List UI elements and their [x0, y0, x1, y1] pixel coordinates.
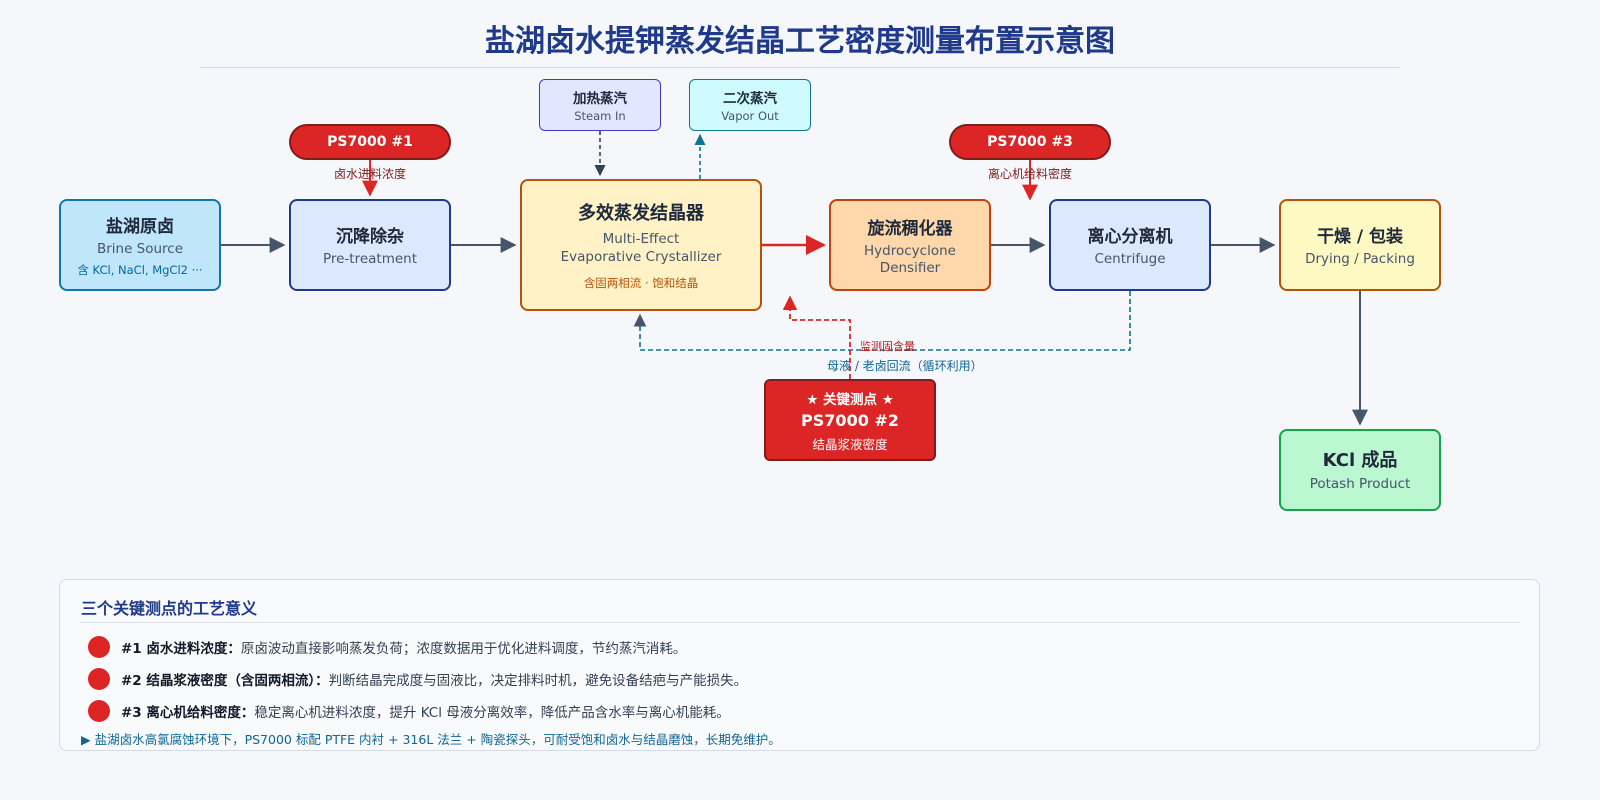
- recycle-loop: [633, 291, 1131, 351]
- info-panel-divider: [80, 622, 1520, 623]
- node-subtitle: Hydrocyclone Densifier: [864, 243, 956, 277]
- info-item-key: #2 结晶浆液密度（含固两相流）：: [121, 673, 329, 689]
- sensor-3-desc: 离心机给料密度: [987, 167, 1072, 181]
- node-pretreatment: 沉降除杂 Pre-treatment: [289, 199, 451, 291]
- info-panel: 三个关键测点的工艺意义 #1 卤水进料浓度： 原卤波动直接影响蒸发负荷；浓度数据…: [59, 579, 1540, 751]
- monitor-label: 监测固含量: [860, 340, 915, 353]
- red-dot-icon: [88, 668, 110, 690]
- node-subtitle-line2: Densifier: [879, 259, 941, 276]
- node-title: 盐湖原卤: [106, 217, 174, 238]
- page-title: 盐湖卤水提钾蒸发结晶工艺密度测量布置示意图: [485, 24, 1115, 59]
- title-divider: [200, 67, 1400, 68]
- node-title: 多效蒸发结晶器: [578, 203, 704, 225]
- node-centrifuge: 离心分离机 Centrifuge: [1049, 199, 1211, 291]
- node-note: 含固两相流 · 饱和结晶: [583, 275, 699, 290]
- node-brine-source: 盐湖原卤 Brine Source 含 KCl, NaCl, MgCl2 ···: [59, 199, 221, 291]
- node-subtitle: Drying / Packing: [1305, 250, 1415, 267]
- steam-in-box: 加热蒸汽 Steam In: [539, 79, 661, 131]
- sensor-ps7000-1: PS7000 #1: [289, 124, 451, 160]
- node-title: 旋流稠化器: [867, 218, 953, 239]
- node-kcl-product: KCl 成品 Potash Product: [1279, 429, 1441, 511]
- node-hydrocyclone: 旋流稠化器 Hydrocyclone Densifier: [829, 199, 991, 291]
- steam-in-subtitle: Steam In: [574, 108, 626, 123]
- info-item-key: #1 卤水进料浓度：: [121, 641, 241, 657]
- node-note: 含 KCl, NaCl, MgCl2 ···: [77, 262, 203, 277]
- recycle-label: 母液 / 老卤回流（循环利用）: [827, 359, 983, 373]
- red-dot-icon: [88, 636, 110, 658]
- node-title: 沉降除杂: [336, 226, 404, 247]
- node-subtitle: Pre-treatment: [322, 250, 418, 267]
- key-point-label: PS7000 #2: [801, 410, 899, 430]
- info-panel-title: 三个关键测点的工艺意义: [81, 599, 258, 618]
- vapor-out-box: 二次蒸汽 Vapor Out: [689, 79, 811, 131]
- key-point-desc: 结晶浆液密度: [812, 436, 888, 452]
- sensor-1-desc: 卤水进料浓度: [333, 167, 406, 181]
- sensor-2-monitor-line: [782, 295, 851, 379]
- node-subtitle: Centrifuge: [1094, 250, 1166, 267]
- steam-in-title: 加热蒸汽: [573, 90, 627, 107]
- node-title: 干燥 / 包装: [1316, 226, 1404, 247]
- node-drying-packing: 干燥 / 包装 Drying / Packing: [1279, 199, 1441, 291]
- vapor-out-title: 二次蒸汽: [723, 90, 777, 107]
- node-title: 离心分离机: [1087, 226, 1173, 247]
- info-panel-note: ▶ 盐湖卤水高氯腐蚀环境下，PS7000 标配 PTFE 内衬 + 316L 法…: [81, 732, 781, 747]
- key-point-tag: ★ 关键测点 ★: [806, 391, 894, 408]
- node-subtitle-line2: Evaporative Crystallizer: [560, 249, 722, 265]
- node-subtitle-line1: Hydrocyclone: [864, 242, 956, 259]
- info-item: #1 卤水进料浓度： 原卤波动直接影响蒸发负荷；浓度数据用于优化进料调度，节约蒸…: [88, 635, 686, 659]
- info-item-text: 判断结晶完成度与固液比，决定排料时机，避免设备结疤与产能损失。: [328, 673, 748, 689]
- node-subtitle: Multi-Effect Evaporative Crystallizer: [561, 231, 722, 266]
- sensor-ps7000-2-key-point: ★ 关键测点 ★ PS7000 #2 结晶浆液密度: [764, 379, 936, 461]
- node-subtitle: Brine Source: [96, 241, 184, 258]
- info-item-text: 原卤波动直接影响蒸发负荷；浓度数据用于优化进料调度，节约蒸汽消耗。: [240, 641, 687, 657]
- node-title: KCl 成品: [1322, 450, 1398, 472]
- info-item: #3 离心机给料密度： 稳定离心机进料浓度，提升 KCl 母液分离效率，降低产品…: [88, 699, 730, 723]
- vapor-out-subtitle: Vapor Out: [721, 108, 779, 123]
- info-item-key: #3 离心机给料密度：: [121, 705, 255, 721]
- node-subtitle: Potash Product: [1309, 476, 1411, 493]
- node-evaporator: 多效蒸发结晶器 Multi-Effect Evaporative Crystal…: [520, 179, 762, 311]
- info-item: #2 结晶浆液密度（含固两相流）： 判断结晶完成度与固液比，决定排料时机，避免设…: [88, 667, 747, 691]
- sensor-ps7000-3: PS7000 #3: [949, 124, 1111, 160]
- info-item-text: 稳定离心机进料浓度，提升 KCl 母液分离效率，降低产品含水率与离心机能耗。: [254, 705, 730, 721]
- red-dot-icon: [88, 700, 110, 722]
- node-subtitle-line1: Multi-Effect: [602, 231, 680, 248]
